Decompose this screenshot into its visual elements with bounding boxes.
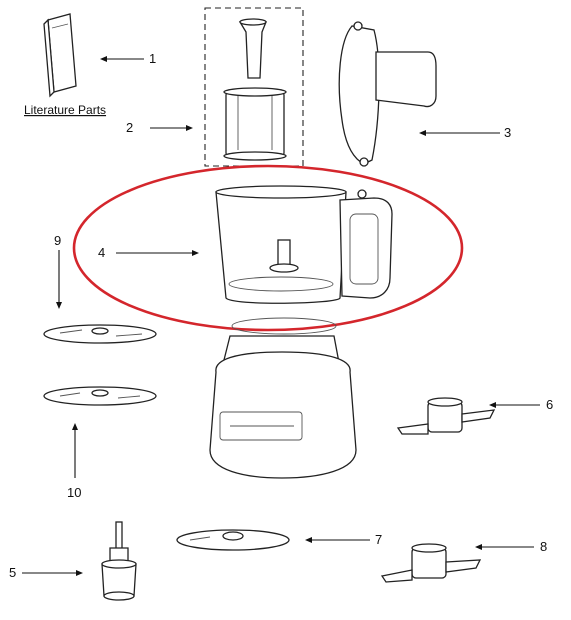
motor-base[interactable] (209, 317, 357, 479)
arrowhead-4 (192, 250, 199, 256)
slicing-disc[interactable] (43, 324, 157, 344)
callout-1[interactable]: 1 (149, 51, 156, 66)
callout-3[interactable]: 3 (504, 125, 511, 140)
callout-9[interactable]: 9 (54, 233, 61, 248)
dough-disc[interactable] (176, 529, 290, 551)
arrowhead-6 (489, 402, 496, 408)
arrowhead-3 (419, 130, 426, 136)
arrowhead-2 (186, 125, 193, 131)
callout-10[interactable]: 10 (67, 485, 81, 500)
arrowhead-1 (100, 56, 107, 62)
callout-4[interactable]: 4 (98, 245, 105, 260)
literature-booklet[interactable] (43, 13, 77, 98)
callout-6[interactable]: 6 (546, 397, 553, 412)
work-bowl[interactable] (215, 185, 393, 304)
large-food-pusher[interactable] (223, 87, 287, 161)
drive-adapter[interactable] (101, 521, 137, 601)
literature-parts-label: Literature Parts (24, 103, 106, 117)
arrowhead-8 (475, 544, 482, 550)
arrowhead-7 (305, 537, 312, 543)
work-bowl-lid[interactable] (338, 21, 437, 167)
small-food-pusher[interactable] (238, 18, 267, 79)
callout-2[interactable]: 2 (126, 120, 133, 135)
shredding-disc[interactable] (43, 386, 157, 406)
whipping-blade[interactable] (380, 543, 482, 583)
multipurpose-blade[interactable] (396, 397, 496, 435)
callout-8[interactable]: 8 (540, 539, 547, 554)
callout-7[interactable]: 7 (375, 532, 382, 547)
callout-5[interactable]: 5 (9, 565, 16, 580)
highlight-ellipse (72, 164, 464, 332)
arrowhead-9 (56, 302, 62, 309)
arrowhead-5 (76, 570, 83, 576)
arrowhead-10 (72, 423, 78, 430)
